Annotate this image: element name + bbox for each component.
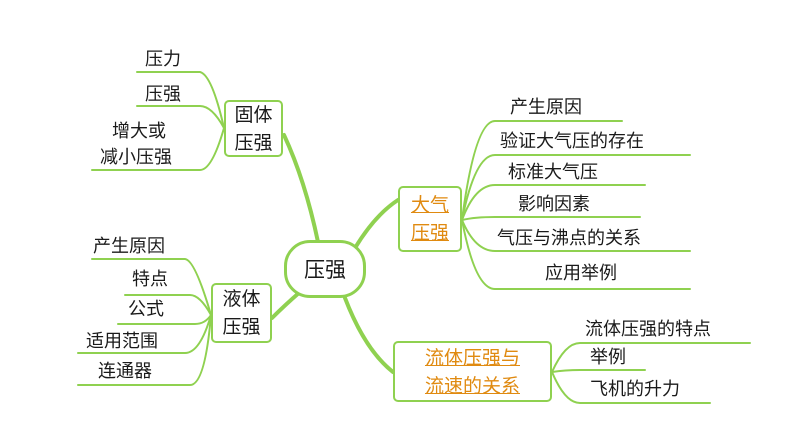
branch-fluid-pressure-velocity[interactable]: 流体压强与 流速的关系 [393, 341, 552, 402]
branch-link-label[interactable]: 大气 [410, 194, 449, 216]
leaf-solid: 压强 [145, 84, 181, 105]
leaf-atmosphere: 产生原因 [510, 97, 582, 118]
branch-link-label[interactable]: 流速的关系 [424, 374, 520, 397]
leaf-atmosphere: 气压与沸点的关系 [497, 228, 641, 249]
leaf-fluid: 流体压强的特点 [585, 319, 711, 340]
leaf-liquid: 特点 [132, 269, 168, 290]
leaf-liquid: 适用范围 [86, 331, 158, 352]
leaf-fluid: 举例 [590, 347, 626, 368]
leaf-solid: 减小压强 [100, 147, 172, 168]
branch-solid-pressure: 固体 压强 [224, 100, 283, 157]
central-topic: 压强 [284, 240, 366, 298]
leaf-atmosphere: 标准大气压 [508, 162, 598, 183]
leaf-atmosphere: 应用举例 [545, 263, 617, 284]
leaf-atmosphere: 影响因素 [518, 194, 590, 215]
branch-label: 压强 [222, 316, 261, 338]
branch-atmospheric-pressure[interactable]: 大气 压强 [398, 186, 462, 252]
leaf-liquid: 连通器 [98, 361, 152, 382]
central-topic-label: 压强 [304, 258, 346, 282]
branch-link-label[interactable]: 压强 [410, 222, 449, 244]
leaf-liquid: 产生原因 [93, 236, 165, 257]
leaf-atmosphere: 验证大气压的存在 [500, 131, 644, 152]
branch-label: 压强 [234, 131, 273, 154]
branch-liquid-pressure: 液体 压强 [211, 283, 272, 343]
leaf-solid: 压力 [145, 49, 181, 70]
branch-label: 固体 [234, 103, 273, 126]
leaf-fluid: 飞机的升力 [590, 379, 680, 400]
branch-label: 液体 [222, 288, 261, 310]
branch-link-label[interactable]: 流体压强与 [424, 346, 520, 369]
leaf-liquid: 公式 [128, 299, 164, 320]
leaf-solid: 增大或 [112, 121, 166, 142]
